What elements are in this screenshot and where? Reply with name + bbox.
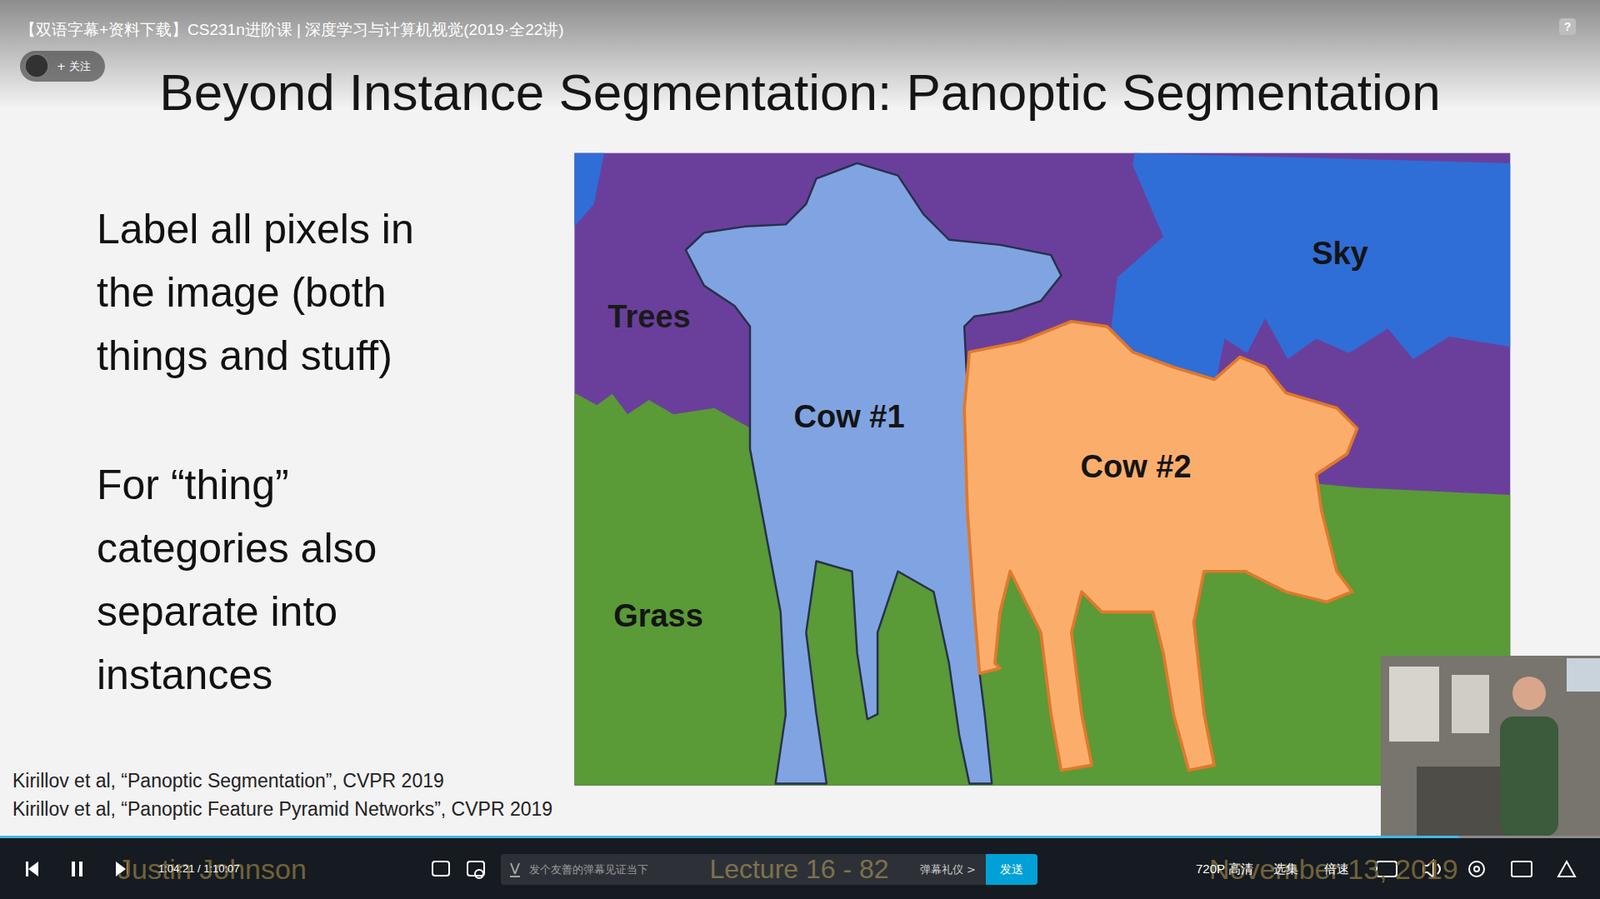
region-label: Sky bbox=[1311, 235, 1369, 274]
inset-screen bbox=[1566, 658, 1600, 692]
citation: Kirillov et al, “Panoptic Feature Pyrami… bbox=[12, 798, 553, 822]
hint-text: 弹幕礼仪 > bbox=[920, 862, 976, 878]
pause-icon bbox=[71, 861, 75, 877]
segmentation-picture bbox=[574, 153, 1510, 786]
danmaku-setting-icon bbox=[475, 870, 484, 879]
player-menu: 720P 高清 bbox=[1195, 861, 1254, 877]
settings-icon bbox=[1469, 861, 1485, 877]
inset-background bbox=[1380, 655, 1600, 837]
progress-played bbox=[0, 835, 1460, 839]
time-display: 1:04:21 / 1:10:07 bbox=[158, 862, 240, 876]
control-bar bbox=[0, 838, 1600, 899]
control-icons bbox=[25, 861, 130, 877]
region-label: Cow #2 bbox=[1080, 448, 1191, 487]
sky-region bbox=[1110, 153, 1510, 380]
citation: Kirillov et al, “Panoptic Segmentation”,… bbox=[12, 770, 445, 794]
region-label: Trees bbox=[607, 298, 690, 337]
speaker-inset bbox=[1380, 655, 1600, 837]
help-icon bbox=[1559, 18, 1576, 35]
send-button: 发送 bbox=[985, 854, 1038, 885]
follow-button: + 关注 bbox=[20, 50, 105, 82]
region-label: Grass bbox=[613, 597, 704, 636]
player-title: 【双语字幕+资料下载】CS231n进阶课 | 深度学习与计算机视觉(2019·全… bbox=[20, 20, 565, 40]
danmaku-toggle-icon bbox=[432, 861, 450, 876]
progress-rest bbox=[1459, 835, 1600, 839]
fullscreen-icon bbox=[1558, 861, 1575, 877]
button-text: 发送 bbox=[1000, 862, 1024, 878]
slide-background bbox=[0, 0, 1600, 839]
prev-icon bbox=[28, 861, 39, 877]
region-label: Cow #1 bbox=[793, 398, 905, 437]
help-icon: ? bbox=[1564, 20, 1572, 35]
settings-icon bbox=[1474, 866, 1480, 872]
bullet-text: For “thing” categories also separate int… bbox=[96, 453, 464, 707]
player-menu: 倍速 bbox=[1324, 861, 1350, 877]
button-text: + 关注 bbox=[56, 59, 91, 75]
cow-two-region bbox=[964, 321, 1357, 771]
sky-corner bbox=[574, 153, 605, 227]
bullet-text: Label all pixels in the image (both thin… bbox=[96, 197, 464, 388]
prev-icon bbox=[25, 861, 29, 877]
inset-board bbox=[1389, 666, 1440, 742]
inset-board bbox=[1451, 675, 1490, 734]
inset-person bbox=[1500, 716, 1559, 837]
button-text: 发个友善的弹幕见证当下 bbox=[529, 862, 649, 878]
pause-icon bbox=[79, 861, 83, 877]
slide-title: Beyond Instance Segmentation: Panoptic S… bbox=[0, 62, 1600, 122]
window-icon bbox=[1511, 861, 1532, 877]
inset-head bbox=[1512, 676, 1546, 710]
danmaku-input: 发个友善的弹幕见证当下 弹幕礼仪 > bbox=[500, 854, 986, 885]
player-menu: 选集 bbox=[1273, 861, 1299, 877]
trees-region bbox=[574, 153, 1510, 786]
